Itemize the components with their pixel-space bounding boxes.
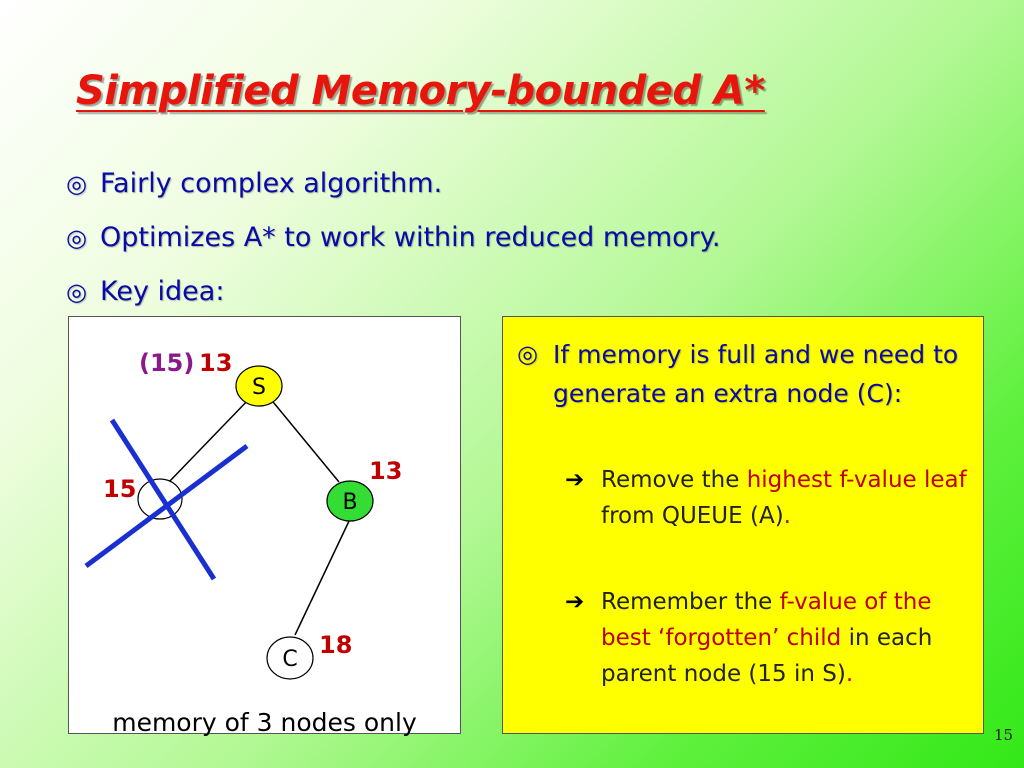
explanation-main-text: If memory is full and we need to generat… <box>553 340 959 408</box>
edge-b-c <box>294 518 351 636</box>
bullet-item: ◎ Key idea: <box>66 276 720 330</box>
arrow-icon: ➔ <box>565 467 585 493</box>
node-c-f-value: 18 <box>319 631 352 659</box>
edge-s-removed <box>167 396 252 484</box>
bullet-list: ◎ Fairly complex algorithm. ◎ Optimizes … <box>66 168 720 330</box>
cross-line-2 <box>84 443 249 569</box>
bullet-text: Optimizes A* to work within reduced memo… <box>100 222 721 253</box>
node-s-f-value: 13 <box>199 349 232 377</box>
node-b-f-value: 13 <box>369 457 402 485</box>
highlight-text: f-value of the best ‘forgotten’ child <box>601 589 932 651</box>
slide-number: 15 <box>994 726 1014 744</box>
bullet-icon: ◎ <box>66 224 87 252</box>
node-b <box>326 480 374 522</box>
highlight-text: highest f-value leaf <box>746 467 967 493</box>
slide-title: Simplified Memory-bounded A* <box>76 68 765 114</box>
tree-diagram: S B C (15) 13 15 13 18 <box>84 349 402 680</box>
explanation-panel: ◎ If memory is full and we need to gener… <box>502 316 984 734</box>
cross-line-1 <box>109 418 217 581</box>
bullet-text: Key idea: <box>100 276 225 307</box>
removed-node-f-value: 15 <box>103 475 136 503</box>
node-s-label: S <box>252 375 266 400</box>
explanation-sub-text: Remember the f-value of the best ‘forgot… <box>601 589 933 687</box>
bullet-icon: ◎ <box>66 278 87 306</box>
node-s <box>235 365 283 407</box>
node-c-label: C <box>282 647 297 672</box>
tree-diagram-panel: S B C (15) 13 15 13 18 memory of 3 nodes… <box>68 316 461 737</box>
explanation-sub-item: ➔ Remember the f-value of the best ‘forg… <box>565 584 985 692</box>
node-c <box>266 636 314 680</box>
bullet-icon: ◎ <box>517 340 538 368</box>
arrow-icon: ➔ <box>565 589 585 615</box>
diagram-caption: memory of 3 nodes only <box>112 708 417 737</box>
forgotten-f-value: (15) <box>139 349 194 377</box>
node-b-label: B <box>342 490 357 515</box>
explanation-main: ◎ If memory is full and we need to gener… <box>517 335 977 413</box>
bullet-icon: ◎ <box>66 170 87 198</box>
explanation-sub-text: Remove the highest f-value leaf from QUE… <box>601 467 967 529</box>
bullet-item: ◎ Fairly complex algorithm. <box>66 168 720 222</box>
bullet-item: ◎ Optimizes A* to work within reduced me… <box>66 222 720 276</box>
edge-s-b <box>268 396 340 483</box>
explanation-sub-item: ➔ Remove the highest f-value leaf from Q… <box>565 462 985 534</box>
bullet-text: Fairly complex algorithm. <box>100 168 443 199</box>
